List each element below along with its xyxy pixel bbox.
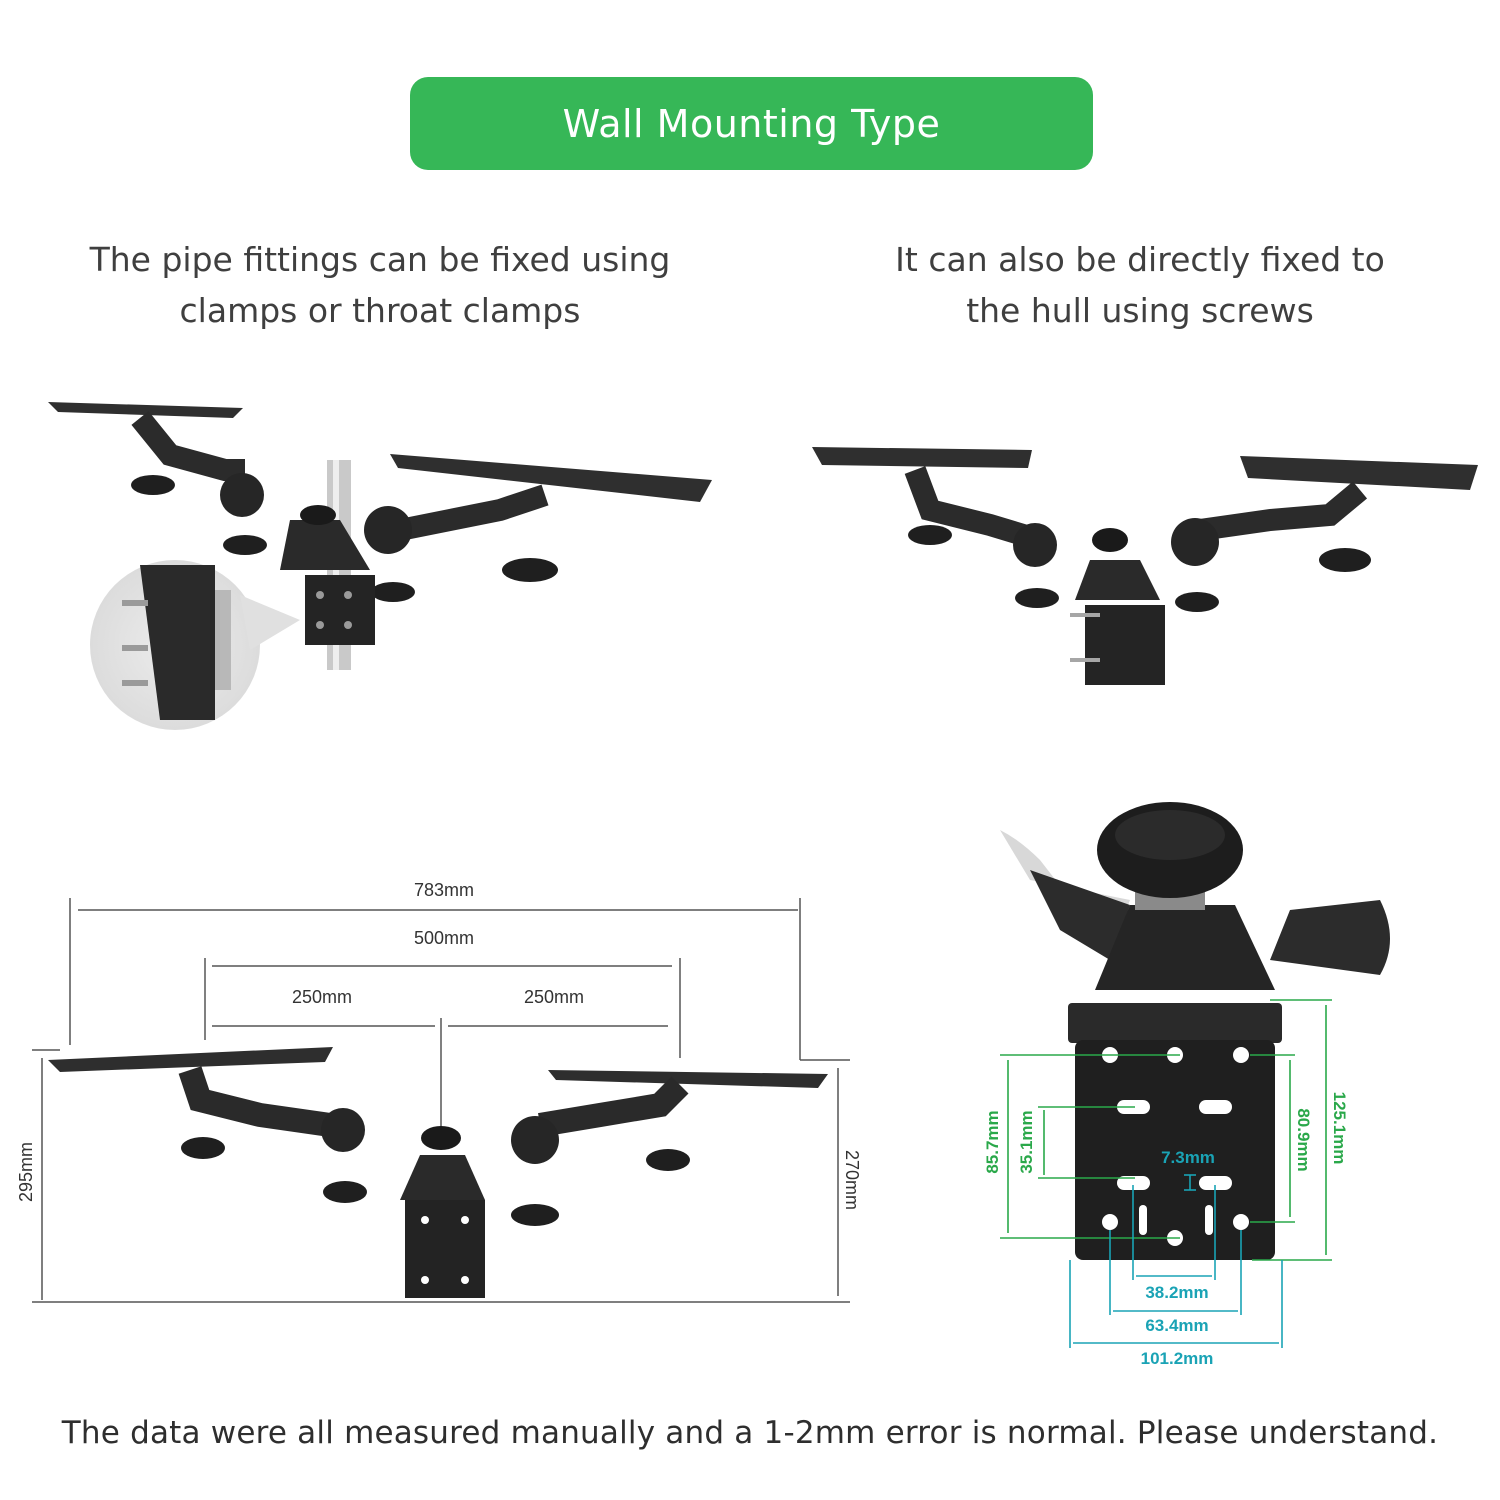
dim-right-height: 270mm bbox=[842, 1150, 862, 1210]
dim-bracket-125: 125.1mm bbox=[1330, 1092, 1349, 1165]
dim-bracket-35: 35.1mm bbox=[1017, 1110, 1036, 1173]
dimension-drawing: 783mm 500mm 250mm 250mm 295mm 270mm bbox=[16, 880, 862, 1303]
dim-bracket-slot: 7.3mm bbox=[1161, 1148, 1215, 1167]
title-banner: Wall Mounting Type bbox=[410, 77, 1093, 170]
pipe-mount-photo bbox=[48, 402, 712, 730]
dim-overall-width: 783mm bbox=[414, 880, 474, 900]
dim-bracket-85: 85.7mm bbox=[983, 1110, 1002, 1173]
dim-bracket-38: 38.2mm bbox=[1145, 1283, 1208, 1302]
caption-pipe-mount: The pipe fittings can be fixed using cla… bbox=[89, 240, 671, 330]
dim-left-half: 250mm bbox=[292, 987, 352, 1007]
dim-right-half: 250mm bbox=[524, 987, 584, 1007]
dim-bracket-101: 101.2mm bbox=[1141, 1349, 1214, 1368]
dim-plate-span: 500mm bbox=[414, 928, 474, 948]
hull-mount-photo bbox=[812, 447, 1478, 685]
dim-bracket-80: 80.9mm bbox=[1294, 1108, 1313, 1171]
dim-bracket-63: 63.4mm bbox=[1145, 1316, 1208, 1335]
bracket-closeup: 85.7mm 35.1mm 7.3mm 80.9mm 125.1mm 38.2m… bbox=[983, 802, 1390, 1368]
measurement-disclaimer: The data were all measured manually and … bbox=[61, 1415, 1439, 1451]
banner-title: Wall Mounting Type bbox=[562, 101, 941, 146]
caption-hull-mount: It can also be directly fixed to the hul… bbox=[895, 240, 1385, 330]
dim-left-height: 295mm bbox=[16, 1142, 36, 1202]
